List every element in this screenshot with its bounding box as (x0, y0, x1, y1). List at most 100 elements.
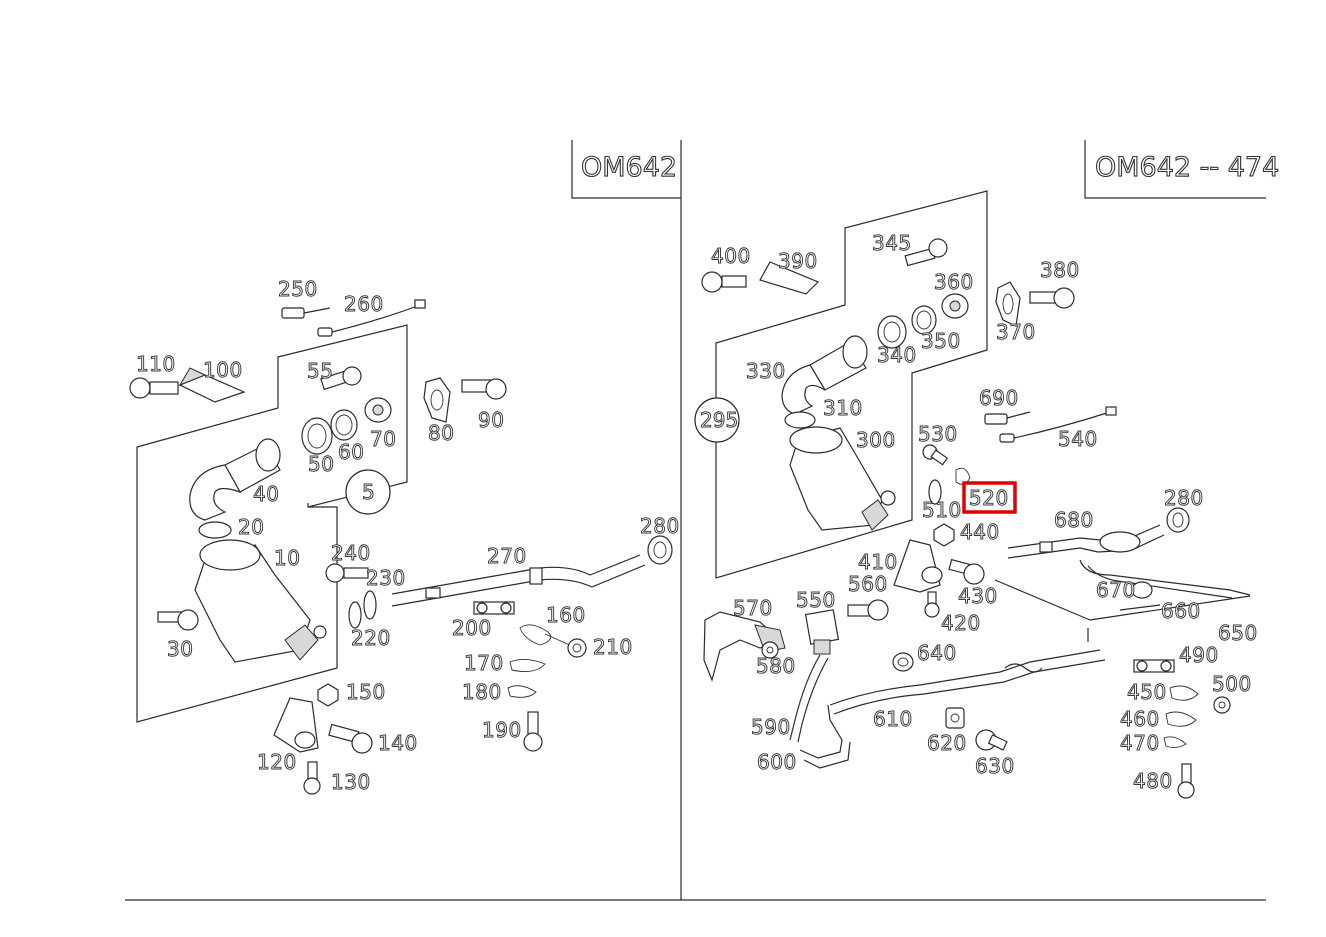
part-label-30[interactable]: 30 (167, 637, 194, 662)
bolt-400-icon (701, 271, 747, 293)
part-label-570[interactable]: 570 (733, 596, 773, 621)
part-label-130[interactable]: 130 (331, 770, 371, 795)
bracket-100-icon (178, 367, 246, 403)
part-label-110[interactable]: 110 (136, 352, 176, 377)
part-label-55[interactable]: 55 (307, 359, 334, 384)
gasket-80-icon (423, 377, 451, 423)
part-label-490[interactable]: 490 (1179, 643, 1219, 668)
part-label-610[interactable]: 610 (873, 707, 913, 732)
nut-440-icon (933, 523, 955, 547)
part-label-300[interactable]: 300 (856, 428, 896, 453)
engine-label-right-text: OM642 -- 474 (1095, 152, 1279, 183)
part-label-280-left[interactable]: 280 (640, 514, 680, 539)
part-label-350[interactable]: 350 (921, 329, 961, 354)
part-label-240[interactable]: 240 (331, 541, 371, 566)
gasket-340-icon (877, 315, 907, 349)
part-label-470[interactable]: 470 (1120, 731, 1160, 756)
part-label-430[interactable]: 430 (958, 584, 998, 609)
part-label-360[interactable]: 360 (934, 270, 974, 295)
part-label-230[interactable]: 230 (366, 566, 406, 591)
part-label-510[interactable]: 510 (922, 498, 962, 523)
part-label-70[interactable]: 70 (370, 427, 397, 452)
bolt-90-icon (461, 378, 507, 400)
sensor-260-icon (317, 299, 426, 337)
part-label-330[interactable]: 330 (746, 359, 786, 384)
part-label-620[interactable]: 620 (927, 731, 967, 756)
part-label-540[interactable]: 540 (1058, 427, 1098, 452)
part-label-550[interactable]: 550 (796, 588, 836, 613)
part-label-210[interactable]: 210 (593, 635, 633, 660)
part-label-140[interactable]: 140 (378, 731, 418, 756)
part-label-120[interactable]: 120 (257, 750, 297, 775)
part-label-690[interactable]: 690 (979, 386, 1019, 411)
part-label-370[interactable]: 370 (996, 320, 1036, 345)
part-label-680[interactable]: 680 (1054, 508, 1094, 533)
part-label-80[interactable]: 80 (428, 421, 455, 446)
part-label-150[interactable]: 150 (346, 680, 386, 705)
part-label-460[interactable]: 460 (1120, 707, 1160, 732)
callout-295: 295 (694, 397, 740, 443)
part-label-10[interactable]: 10 (274, 546, 301, 571)
sensor-690-icon (984, 411, 1031, 425)
part-label-50[interactable]: 50 (308, 452, 335, 477)
part-label-270[interactable]: 270 (487, 544, 527, 569)
part-label-440[interactable]: 440 (960, 520, 1000, 545)
part-label-520[interactable]: 520 (969, 486, 1009, 511)
part-label-630[interactable]: 630 (975, 754, 1015, 779)
callout-5-text: 5 (362, 480, 375, 504)
bolt-130-icon (303, 761, 321, 795)
gasket-310-icon (784, 411, 816, 429)
clamp-280-right-icon (1166, 507, 1190, 533)
part-label-480[interactable]: 480 (1133, 769, 1173, 794)
part-label-20[interactable]: 20 (238, 515, 265, 540)
pipe-330-icon (781, 335, 868, 415)
part-label-100[interactable]: 100 (203, 358, 243, 383)
part-label-600[interactable]: 600 (757, 750, 797, 775)
part-label-530[interactable]: 530 (918, 422, 958, 447)
part-label-660[interactable]: 660 (1161, 599, 1201, 624)
part-label-310[interactable]: 310 (823, 396, 863, 421)
nut-150-icon (317, 683, 339, 707)
part-label-420[interactable]: 420 (941, 611, 981, 636)
part-label-60[interactable]: 60 (338, 440, 365, 465)
part-label-280-right[interactable]: 280 (1164, 486, 1204, 511)
part-label-580[interactable]: 580 (756, 654, 796, 679)
bolt-140-icon (328, 723, 373, 754)
gasket-220-icon (348, 601, 362, 629)
part-label-400[interactable]: 400 (711, 244, 751, 269)
part-label-260[interactable]: 260 (344, 292, 384, 317)
part-label-170[interactable]: 170 (464, 651, 504, 676)
part-label-670[interactable]: 670 (1096, 578, 1136, 603)
part-label-450[interactable]: 450 (1127, 680, 1167, 705)
bolt-345-icon (904, 238, 948, 267)
hose-600-icon (799, 704, 851, 769)
part-label-345[interactable]: 345 (872, 231, 912, 256)
part-label-340[interactable]: 340 (877, 343, 917, 368)
part-label-500[interactable]: 500 (1212, 672, 1252, 697)
sensor-550-icon (804, 609, 840, 655)
part-label-220[interactable]: 220 (351, 626, 391, 651)
part-label-650[interactable]: 650 (1218, 621, 1258, 646)
part-label-590[interactable]: 590 (751, 715, 791, 740)
bracket-200-icon (473, 601, 515, 615)
part-label-190[interactable]: 190 (482, 718, 522, 743)
part-label-200[interactable]: 200 (452, 616, 492, 641)
part-label-390[interactable]: 390 (778, 249, 818, 274)
part-label-380[interactable]: 380 (1040, 258, 1080, 283)
pipe-40-icon (189, 438, 281, 521)
part-label-560[interactable]: 560 (848, 572, 888, 597)
bolt-480-icon (1177, 763, 1195, 799)
clip-450-icon (1169, 685, 1199, 701)
part-label-410[interactable]: 410 (858, 550, 898, 575)
part-label-640[interactable]: 640 (917, 641, 957, 666)
clip-180-icon (507, 685, 537, 698)
part-label-40[interactable]: 40 (253, 482, 280, 507)
part-label-160[interactable]: 160 (546, 603, 586, 628)
gasket-230-icon (363, 590, 377, 620)
part-label-180[interactable]: 180 (462, 680, 502, 705)
pipe-610-icon (829, 649, 1106, 715)
part-label-250[interactable]: 250 (278, 277, 318, 302)
hose-590-icon (789, 654, 829, 743)
part-label-90[interactable]: 90 (478, 408, 505, 433)
clip-170-icon (509, 659, 546, 672)
